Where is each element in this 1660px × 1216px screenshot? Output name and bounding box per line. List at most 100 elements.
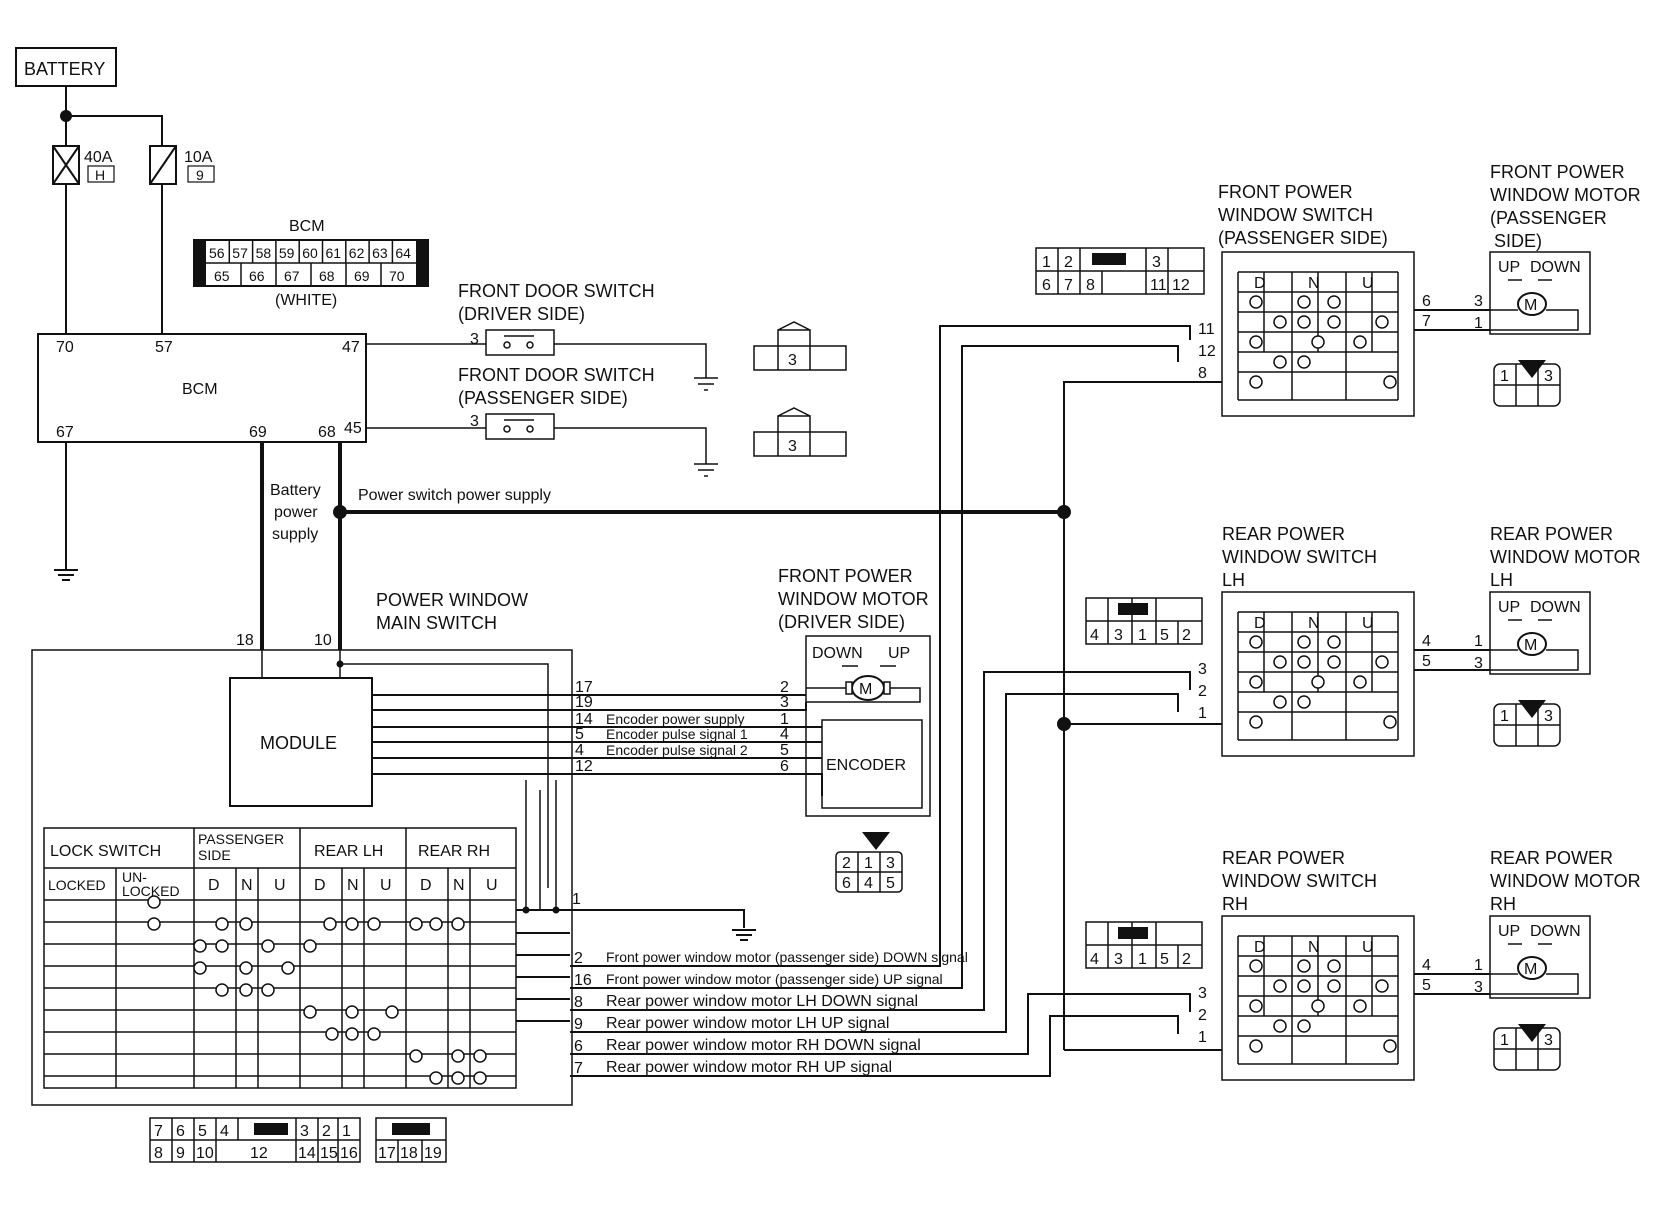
svg-text:REAR POWER: REAR POWER — [1490, 524, 1613, 544]
pin-number: 6 — [574, 1038, 583, 1055]
svg-text:FRONT DOOR SWITCH: FRONT DOOR SWITCH — [458, 281, 655, 301]
connector-pin: 5 — [886, 875, 895, 892]
connector-pin: 2 — [322, 1123, 331, 1140]
svg-text:UP: UP — [888, 645, 910, 662]
pin-number: 9 — [574, 1016, 583, 1033]
pin-number: 11 — [1198, 321, 1215, 338]
svg-text:UN-: UN- — [122, 869, 147, 885]
svg-text:70: 70 — [56, 339, 74, 356]
svg-text:WINDOW MOTOR: WINDOW MOTOR — [1490, 871, 1641, 891]
contact — [1297, 295, 1311, 309]
battery: BATTERY — [15, 47, 117, 87]
svg-text:U: U — [274, 877, 286, 894]
pin-number: 8 — [1198, 365, 1207, 382]
svg-text:N: N — [453, 877, 465, 894]
connector-pin: 62 — [349, 245, 365, 261]
svg-text:power: power — [274, 504, 318, 521]
connector-pin: 12 — [250, 1145, 268, 1162]
connector-pin: 18 — [400, 1145, 418, 1162]
connector-pin: 7 — [154, 1123, 163, 1140]
pin-number: 1 — [780, 711, 789, 728]
contact — [1249, 295, 1263, 309]
connector-pin: 8 — [1086, 277, 1095, 294]
pin-number: 12 — [575, 758, 593, 775]
connector-pin: 67 — [284, 268, 300, 284]
contact — [193, 961, 207, 975]
svg-text:10: 10 — [314, 632, 332, 649]
contact — [1327, 959, 1341, 973]
svg-text:LOCK SWITCH: LOCK SWITCH — [50, 843, 161, 860]
svg-text:D: D — [314, 877, 326, 894]
svg-text:(DRIVER SIDE): (DRIVER SIDE) — [458, 304, 585, 324]
up-label: UP — [1498, 259, 1520, 276]
contact — [1249, 675, 1263, 689]
door-passenger-connector: 3 — [753, 407, 847, 457]
connector-pin: 65 — [214, 268, 230, 284]
connector-pin: 59 — [279, 245, 295, 261]
pin-number: 5 — [575, 726, 584, 743]
contact — [451, 917, 465, 931]
svg-text:40A: 40A — [84, 149, 113, 166]
contact — [1297, 315, 1311, 329]
contact — [1273, 695, 1287, 709]
connector-pin: 3 — [886, 855, 895, 872]
contact — [1273, 315, 1287, 329]
switch-pos: N — [1308, 275, 1320, 292]
contact — [1311, 675, 1325, 689]
connector-pin: 2 — [842, 855, 851, 872]
contact — [1273, 979, 1287, 993]
contact — [1327, 979, 1341, 993]
junction — [333, 505, 347, 519]
connector-pin: 17 — [378, 1145, 396, 1162]
contact — [1249, 715, 1263, 729]
connector-pin: 61 — [326, 245, 342, 261]
svg-text:D: D — [420, 877, 432, 894]
front-door-switch-passenger: FRONT DOOR SWITCH (PASSENGER SIDE) 3 — [458, 365, 655, 440]
signal-label: Rear power window motor LH DOWN signal — [606, 993, 918, 1010]
fuse-40a: 40A H — [52, 145, 115, 185]
pin-number: 2 — [1198, 683, 1207, 700]
contact — [1297, 655, 1311, 669]
pin-number: 3 — [1474, 979, 1483, 996]
connector-pin: 66 — [249, 268, 265, 284]
contact — [1273, 355, 1287, 369]
pin-number: 3 — [1198, 985, 1207, 1002]
svg-text:3: 3 — [788, 352, 797, 369]
connector-pin: 1 — [1500, 368, 1509, 385]
front-power-window-motor-driver: FRONT POWER WINDOW MOTOR (DRIVER SIDE) D… — [778, 566, 931, 817]
connector-pin: 1 — [1042, 254, 1051, 271]
svg-text:3: 3 — [470, 331, 479, 348]
svg-text:FRONT DOOR SWITCH: FRONT DOOR SWITCH — [458, 365, 655, 385]
battery-label: BATTERY — [24, 59, 105, 79]
contact — [345, 1027, 359, 1041]
connector-pin: 64 — [395, 245, 411, 261]
svg-text:PASSENGER: PASSENGER — [198, 831, 284, 847]
signal-label: Rear power window motor LH UP signal — [606, 1015, 889, 1032]
ground-symbol — [694, 377, 718, 391]
svg-text:DOWN: DOWN — [812, 645, 863, 662]
front-power-window-switch-passenger: FRONT POWER WINDOW SWITCH (PASSENGER SID… — [1218, 182, 1415, 417]
connector-pin: 4 — [1090, 951, 1099, 968]
contact — [1353, 999, 1367, 1013]
signal-label: Rear power window motor RH UP signal — [606, 1059, 892, 1076]
contact — [1353, 675, 1367, 689]
pin-number: 7 — [574, 1060, 583, 1077]
contact — [429, 917, 443, 931]
connector-pin: 6 — [1042, 277, 1051, 294]
contact — [1311, 999, 1325, 1013]
connector-pin: 60 — [302, 245, 318, 261]
contact — [345, 917, 359, 931]
pin-number: 8 — [574, 994, 583, 1011]
module: MODULE — [229, 677, 373, 807]
connector-pin: 1 — [1500, 1032, 1509, 1049]
connector-pin: 3 — [1114, 627, 1123, 644]
connector-pin: 16 — [340, 1145, 358, 1162]
signal-label: Encoder power supply — [606, 711, 745, 727]
fuse-10a: 10A 9 — [149, 145, 215, 185]
connector-pin: 7 — [1064, 277, 1073, 294]
contact — [1353, 335, 1367, 349]
contact — [1375, 315, 1389, 329]
